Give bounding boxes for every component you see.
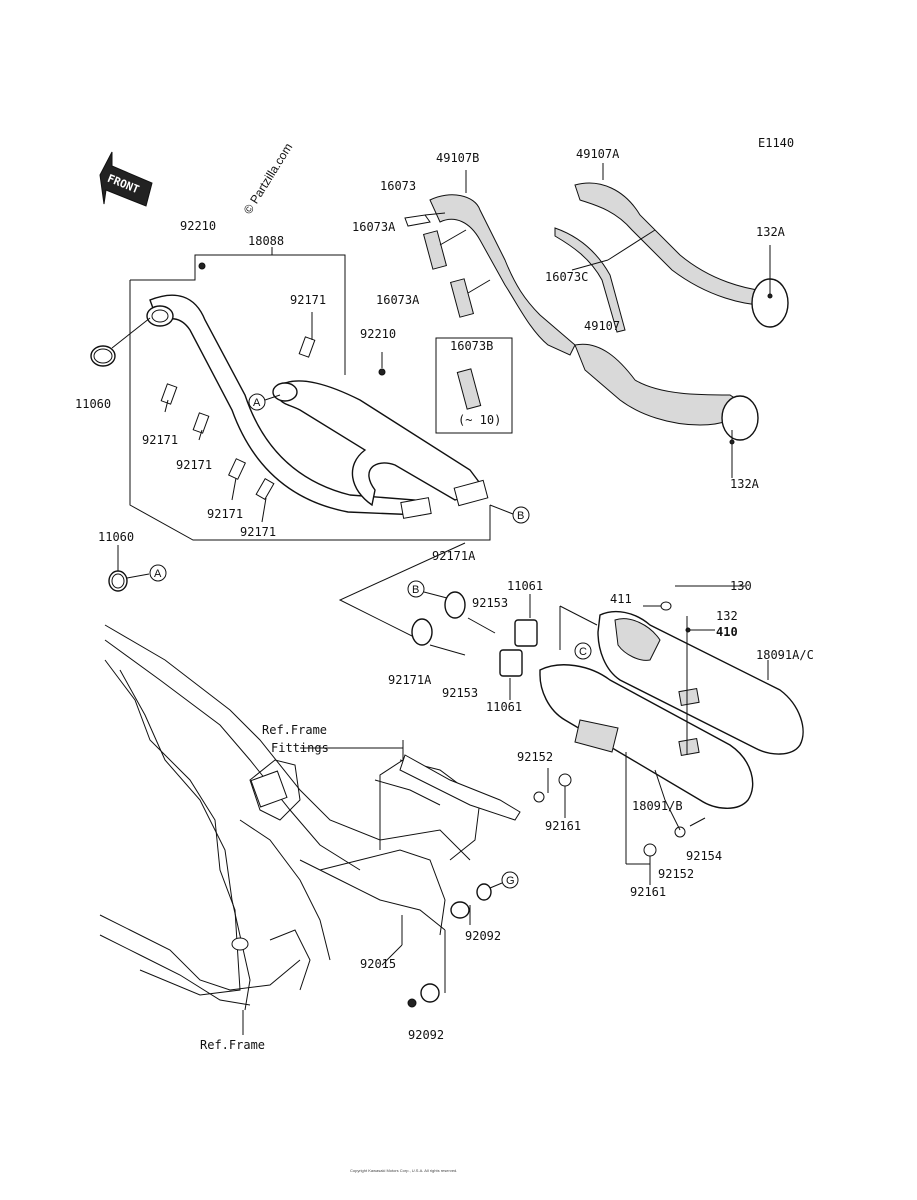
label-92171-c: 92171 <box>176 458 212 472</box>
watermark: © Partzilla.com <box>241 141 296 217</box>
label-92092-bottom: 92092 <box>408 1028 444 1042</box>
svg-text:A: A <box>154 568 162 580</box>
heat-covers <box>404 163 789 478</box>
exhaust-pipe-assembly <box>90 247 491 541</box>
label-16073C: 16073C <box>545 270 588 284</box>
label-16073B-qty: (~ 10) <box>458 413 501 427</box>
svg-text:G: G <box>506 875 515 887</box>
label-18088: 18088 <box>248 234 284 248</box>
svg-text:B: B <box>412 584 419 596</box>
gasket-11060-lower: A <box>108 545 167 592</box>
label-92161-right: 92161 <box>630 885 666 899</box>
label-11060-left: 11060 <box>75 397 111 411</box>
label-92171A-mid: 92171A <box>388 673 432 687</box>
label-49107B: 49107B <box>436 151 479 165</box>
label-92171-a: 92171 <box>290 293 326 307</box>
label-132A-top: 132A <box>756 225 786 239</box>
label-132: 132 <box>716 609 738 623</box>
muffler-assembly: C B <box>338 542 804 885</box>
label-ref-frame: Ref.Frame <box>200 1038 265 1052</box>
label-130: 130 <box>730 579 752 593</box>
label-92153-bottom: 92153 <box>442 686 478 700</box>
label-49107A: 49107A <box>576 147 620 161</box>
label-92153-top: 92153 <box>472 596 508 610</box>
label-92210-top: 92210 <box>180 219 216 233</box>
label-92171A-top: 92171A <box>432 549 476 563</box>
front-arrow-icon: FRONT <box>99 151 153 207</box>
label-92161-left: 92161 <box>545 819 581 833</box>
label-92171-b: 92171 <box>142 433 178 447</box>
label-11061-top: 11061 <box>507 579 543 593</box>
label-92152-right: 92152 <box>658 867 694 881</box>
label-18091B: 18091/B <box>632 799 683 813</box>
label-16073A-b: 16073A <box>376 293 420 307</box>
label-11060-bottom: 11060 <box>98 530 134 544</box>
callout-b: B <box>489 504 530 524</box>
label-ref-frame-fittings-1: Ref.Frame <box>262 723 327 737</box>
callout-a: A <box>248 393 281 411</box>
label-92171-d: 92171 <box>207 507 243 521</box>
label-16073B: 16073B <box>450 339 493 353</box>
label-92015: 92015 <box>360 957 396 971</box>
label-132A-bottom: 132A <box>730 477 760 491</box>
label-92152-left: 92152 <box>517 750 553 764</box>
part-labels: 92210 18088 92171 92210 11060 92171 9217… <box>75 147 814 1052</box>
label-49107: 49107 <box>584 319 620 333</box>
svg-text:B: B <box>517 510 524 522</box>
label-92210-mid: 92210 <box>360 327 396 341</box>
label-ref-frame-fittings-2: Fittings <box>271 741 329 755</box>
label-92171-e: 92171 <box>240 525 276 539</box>
label-16073: 16073 <box>380 179 416 193</box>
svg-text:A: A <box>253 397 261 409</box>
label-11061-bottom: 11061 <box>486 700 522 714</box>
label-92154: 92154 <box>686 849 722 863</box>
frame-reference: G <box>99 624 521 1035</box>
svg-text:C: C <box>579 646 587 658</box>
footer-copyright: Copyright Kawasaki Motors Corp., U.S.A. … <box>350 1168 457 1173</box>
label-16073A-a: 16073A <box>352 220 396 234</box>
diagram-code: E1140 <box>758 136 794 150</box>
label-411: 411 <box>610 592 632 606</box>
label-18091AC: 18091A/C <box>756 648 814 662</box>
label-410: 410 <box>716 625 738 639</box>
label-92092-right: 92092 <box>465 929 501 943</box>
